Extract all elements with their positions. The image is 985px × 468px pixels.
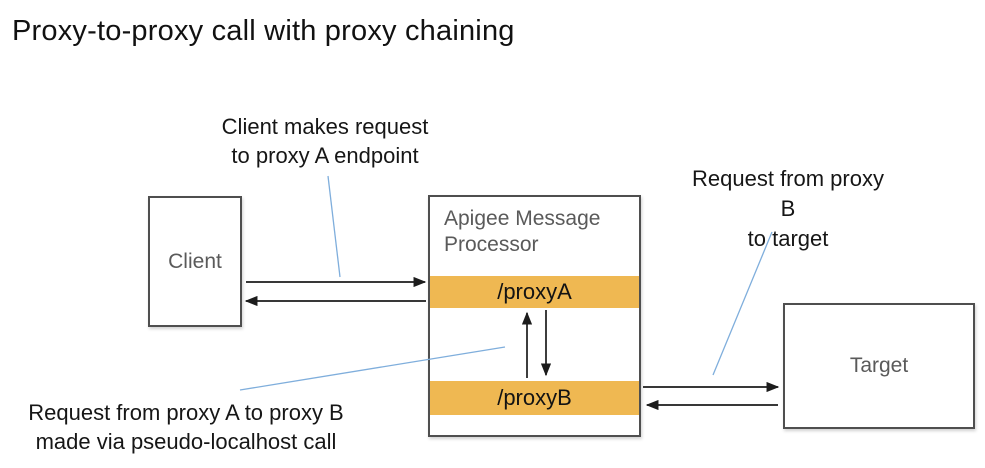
annotation-proxyb-to-target: Request from proxy B to target (692, 166, 884, 251)
message-processor-node: Apigee Message Processor /proxyA /proxyB (428, 195, 641, 437)
annotation-client-request: Client makes request to proxy A endpoint (221, 114, 429, 168)
annotation-proxya-to-proxyb: Request from proxy A to proxy B made via… (28, 400, 344, 454)
proxya-endpoint-band: /proxyA (430, 276, 639, 308)
client-node: Client (148, 196, 242, 327)
diagram-title: Proxy-to-proxy call with proxy chaining (12, 15, 515, 47)
proxyb-endpoint-band: /proxyB (430, 381, 639, 415)
callout-line-client-request (327, 175, 341, 278)
target-node: Target (783, 303, 975, 429)
client-label: Client (168, 249, 222, 273)
target-label: Target (849, 354, 909, 377)
message-processor-label: Apigee Message Processor (444, 207, 601, 256)
